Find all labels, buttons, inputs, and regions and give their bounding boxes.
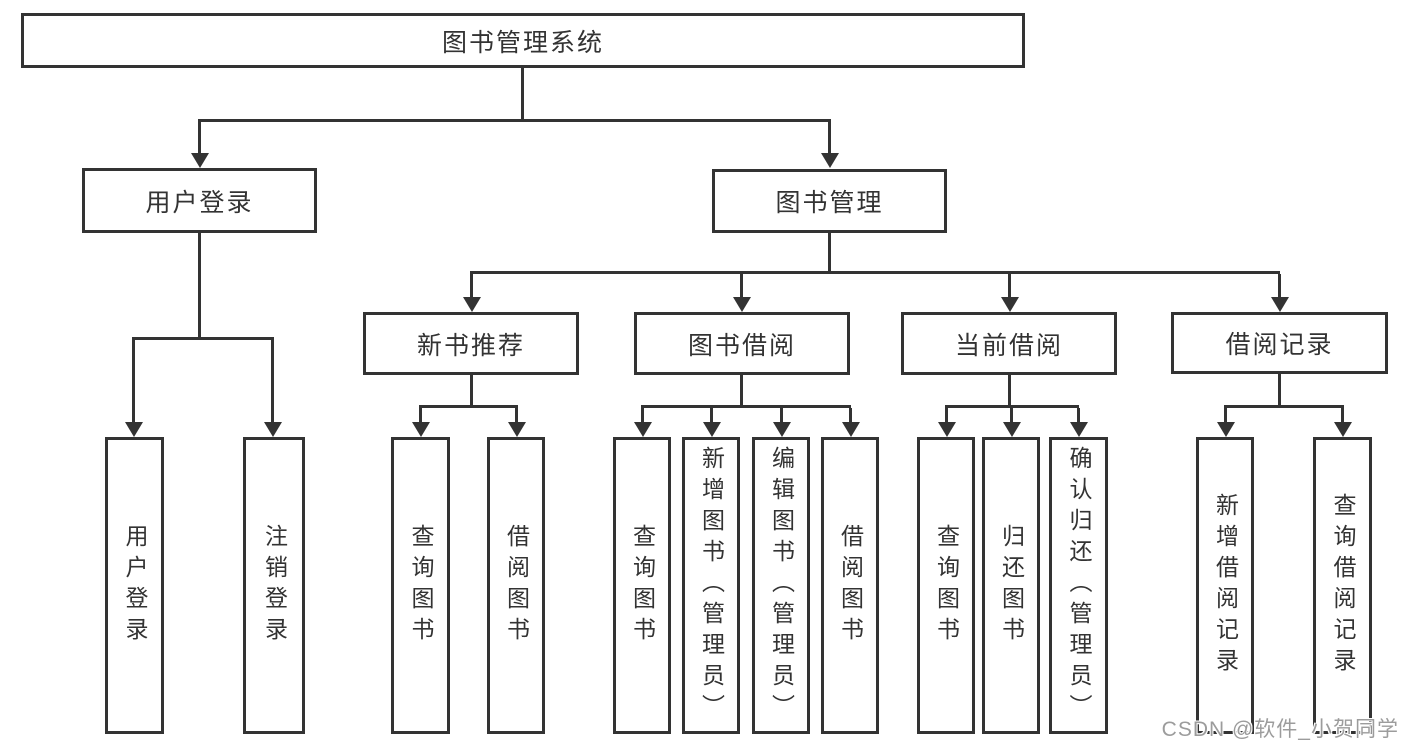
leaf-label: 注销登录 xyxy=(261,523,288,648)
node-current-borrowing: 当前借阅 xyxy=(901,312,1117,375)
arrow-to-book-management xyxy=(820,122,839,168)
leaf-label: 借阅图书 xyxy=(837,523,864,648)
node-user-login: 用户登录 xyxy=(82,168,317,233)
leaf-label: 查询借阅记录 xyxy=(1330,492,1356,679)
arrow-s3-leaf2 xyxy=(1002,408,1021,437)
leaf-confirm-return-admin: 确认归还（管理员） xyxy=(1049,437,1108,734)
node-label: 新书推荐 xyxy=(416,331,525,360)
arrow-s1-leaf1 xyxy=(411,408,430,437)
leaf-borrow-books-recommend: 借阅图书 xyxy=(487,437,545,734)
node-new-book-recommendation: 新书推荐 xyxy=(363,312,579,375)
arrow-s3-leaf1 xyxy=(937,408,956,437)
node-library-management-system: 图书管理系统 xyxy=(21,13,1025,68)
leaf-logout: 注销登录 xyxy=(243,437,305,734)
connector-mgmt-split xyxy=(470,271,1280,274)
node-label: 图书管理 xyxy=(775,189,884,217)
leaf-add-books-admin: 新增图书（管理员） xyxy=(682,437,740,734)
leaf-label: 用户登录 xyxy=(122,523,148,648)
leaf-borrow-books: 借阅图书 xyxy=(821,437,879,734)
leaf-label: 新增借阅记录 xyxy=(1212,492,1239,679)
arrow-to-current-borrowing xyxy=(1000,274,1019,312)
leaf-return-books: 归还图书 xyxy=(982,437,1040,734)
leaf-query-books-current: 查询图书 xyxy=(917,437,975,734)
connector-s4-stem xyxy=(1278,374,1281,408)
arrow-s2-leaf3 xyxy=(772,408,791,437)
leaf-label: 新增图书（管理员） xyxy=(698,446,725,725)
leaf-label: 查询图书 xyxy=(408,523,434,648)
node-borrowing-records: 借阅记录 xyxy=(1171,312,1388,374)
connector-root-stem xyxy=(521,68,524,122)
arrow-s3-leaf3 xyxy=(1069,408,1088,437)
connector-user-split xyxy=(132,337,274,340)
arrow-to-new-book-recommendation xyxy=(462,274,481,312)
arrow-s2-leaf4 xyxy=(841,408,860,437)
arrow-s4-leaf2 xyxy=(1333,408,1352,437)
arrow-to-leaf-logout xyxy=(263,340,282,437)
leaf-add-borrow-record: 新增借阅记录 xyxy=(1196,437,1254,734)
leaf-query-borrow-record: 查询借阅记录 xyxy=(1313,437,1372,734)
connector-s3-stem xyxy=(1008,375,1011,408)
leaf-label: 查询图书 xyxy=(933,523,960,648)
connector-s2-stem xyxy=(740,375,743,408)
csdn-watermark: CSDN @软件_小贺同学 xyxy=(1161,718,1399,741)
leaf-label: 编辑图书（管理员） xyxy=(768,446,795,725)
leaf-label: 归还图书 xyxy=(998,523,1025,648)
node-label: 图书借阅 xyxy=(687,331,796,360)
node-book-borrowing: 图书借阅 xyxy=(634,312,850,375)
arrow-s1-leaf2 xyxy=(507,408,526,437)
leaf-query-books-borrow: 查询图书 xyxy=(613,437,671,734)
connector-user-stem xyxy=(198,233,201,340)
connector-s2-split xyxy=(641,405,851,408)
leaf-user-login: 用户登录 xyxy=(105,437,164,734)
connector-s1-split xyxy=(419,405,518,408)
node-book-management: 图书管理 xyxy=(712,169,947,233)
arrow-to-borrowing-records xyxy=(1270,274,1289,312)
connector-s4-split xyxy=(1224,405,1344,408)
leaf-edit-books-admin: 编辑图书（管理员） xyxy=(752,437,810,734)
node-label: 当前借阅 xyxy=(954,331,1063,360)
connector-mgmt-stem xyxy=(828,233,831,274)
node-label: 图书管理系统 xyxy=(441,28,604,57)
arrow-s2-leaf1 xyxy=(633,408,652,437)
arrow-s4-leaf1 xyxy=(1216,408,1235,437)
node-label: 用户登录 xyxy=(145,188,254,217)
leaf-label: 确认归还（管理员） xyxy=(1066,446,1092,725)
arrow-to-user-login xyxy=(190,122,209,168)
leaf-label: 借阅图书 xyxy=(503,523,530,648)
leaf-label: 查询图书 xyxy=(629,523,656,648)
leaf-query-books-recommend: 查询图书 xyxy=(391,437,450,734)
connector-s1-stem xyxy=(470,375,473,408)
arrow-s2-leaf2 xyxy=(702,408,721,437)
arrow-to-book-borrowing xyxy=(732,274,751,312)
node-label: 借阅记录 xyxy=(1225,331,1334,359)
connector-s3-split xyxy=(945,405,1079,408)
connector-root-split xyxy=(198,119,831,122)
arrow-to-leaf-user-login xyxy=(124,340,143,437)
